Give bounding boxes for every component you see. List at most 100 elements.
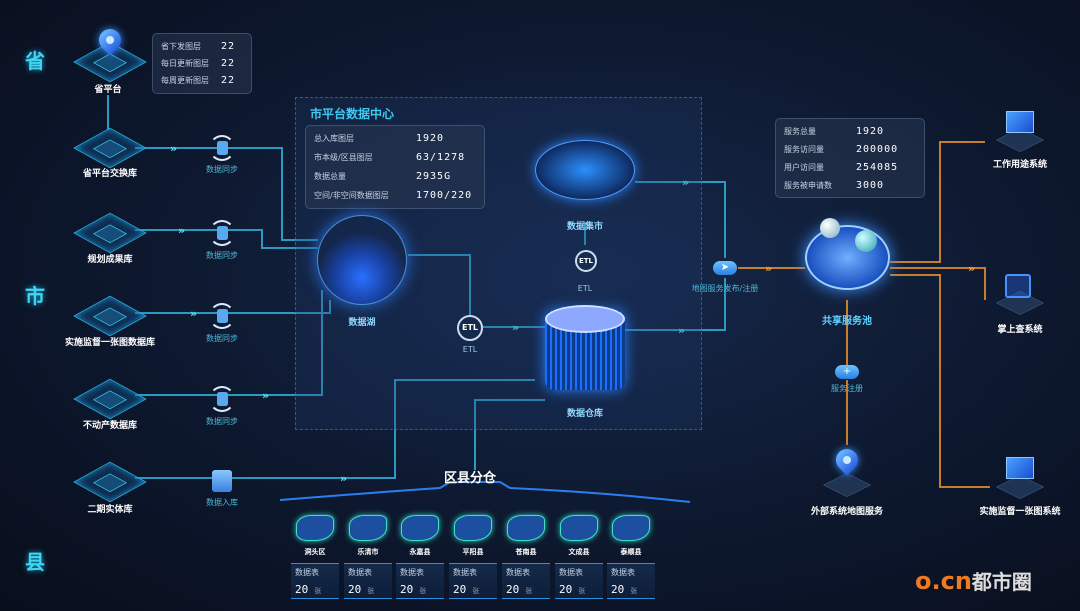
stat-value: 63/1278 (416, 152, 466, 163)
county-divider (279, 481, 691, 503)
stat-label: 空间/非空间数据图层 (314, 191, 389, 200)
table-label: 数据表 (453, 568, 477, 577)
data-sync-icon (209, 220, 235, 246)
source-label: 实施监督一张图数据库 (64, 338, 156, 348)
table-count: 20 (295, 583, 309, 596)
stat-value: 200000 (856, 143, 899, 155)
table-unit: 张 (525, 587, 533, 595)
table-label: 数据表 (611, 568, 635, 577)
logo-mark: o.cn (915, 567, 972, 595)
source-label: 规划成果库 (87, 255, 133, 265)
etl-label: ETL (462, 345, 478, 354)
data-lake-label: 数据湖 (348, 318, 376, 328)
stat-value: 1920 (856, 125, 885, 137)
stat-value: 3000 (856, 179, 885, 191)
stat-value: 254085 (856, 161, 899, 173)
svg-text:»: » (968, 262, 975, 275)
shared-pool-label: 共享服务池 (822, 316, 872, 327)
stat-label: 服务访问量 (784, 144, 824, 154)
data-lake-sphere (317, 215, 407, 305)
register-label: 服务注册 (831, 384, 863, 393)
logo: o.cn都市圈 (915, 566, 1032, 595)
county-name: 乐清市 (357, 548, 379, 556)
svg-text:»: » (190, 307, 197, 320)
svg-text:»: » (178, 224, 185, 237)
table-unit: 张 (314, 587, 322, 595)
stat-label: 市本级/区县图层 (314, 153, 373, 162)
county-map-shape (560, 515, 598, 541)
county-name: 泰顺县 (620, 548, 642, 556)
monitor-icon (1006, 457, 1034, 479)
etl-label: ETL (577, 284, 593, 293)
table-count: 20 (453, 583, 467, 596)
data-sync-icon (209, 386, 235, 412)
stat-row: 市本级/区县图层 63/1278 (314, 148, 476, 167)
county-name: 文成县 (568, 548, 590, 556)
city-center-title: 市平台数据中心 (310, 107, 395, 121)
publish-label: 地图服务发布/注册 (691, 284, 759, 293)
county-card: 洞头区 数据表 20 张 (291, 515, 339, 599)
county-name: 平阳县 (462, 548, 484, 556)
external-service-label: 外部系统地图服务 (810, 507, 884, 517)
county-table-box: 数据表 20 张 (291, 563, 339, 599)
svg-text:»: » (678, 324, 685, 337)
stat-value: 22 (221, 75, 236, 86)
source-label: 二期实体库 (87, 505, 133, 515)
stat-value: 22 (221, 41, 236, 52)
tier-city: 市 (25, 284, 45, 308)
county-map-shape (507, 515, 545, 541)
table-label: 数据表 (295, 568, 319, 577)
table-count: 20 (611, 583, 625, 596)
stat-label: 总入库图层 (314, 134, 354, 143)
stat-value: 1700/220 (416, 190, 473, 201)
stat-value: 22 (221, 58, 236, 69)
county-name: 洞头区 (304, 548, 326, 556)
stat-row: 服务访问量 200000 (784, 140, 916, 158)
publish-cloud-icon: ➤ (713, 261, 737, 275)
table-label: 数据表 (400, 568, 424, 577)
stat-label: 省下发图层 (161, 42, 201, 51)
consumer-label: 实施监督一张图系统 (979, 507, 1061, 517)
province-platform-label: 省平台 (94, 85, 122, 95)
stat-label: 服务总量 (784, 126, 816, 136)
consumer-label: 工作用途系统 (992, 160, 1048, 170)
data-warehouse-label: 数据仓库 (566, 409, 604, 419)
table-count: 20 (506, 583, 520, 596)
sync-label: 数据同步 (206, 334, 238, 343)
svg-text:»: » (512, 321, 519, 334)
source-label: 不动产数据库 (82, 421, 138, 431)
monitor-icon (1006, 111, 1034, 133)
etl-icon: ETL (575, 250, 597, 272)
shared-pool-icon (805, 225, 890, 290)
table-unit: 张 (367, 587, 375, 595)
data-sync-icon (209, 303, 235, 329)
county-name: 永嘉县 (409, 548, 431, 556)
table-count: 20 (559, 583, 573, 596)
table-label: 数据表 (506, 568, 530, 577)
data-mart-label: 数据集市 (566, 222, 604, 232)
svg-text:»: » (262, 389, 269, 402)
warehouse-top (545, 305, 625, 333)
sphere-icon (820, 218, 840, 238)
stat-label: 服务被申请数 (784, 180, 832, 190)
table-label: 数据表 (559, 568, 583, 577)
sync-label: 数据同步 (206, 417, 238, 426)
stat-row: 服务总量 1920 (784, 122, 916, 140)
svg-text:»: » (170, 142, 177, 155)
data-import-icon (212, 470, 232, 492)
tier-county: 县 (25, 550, 45, 574)
table-unit: 张 (578, 587, 586, 595)
